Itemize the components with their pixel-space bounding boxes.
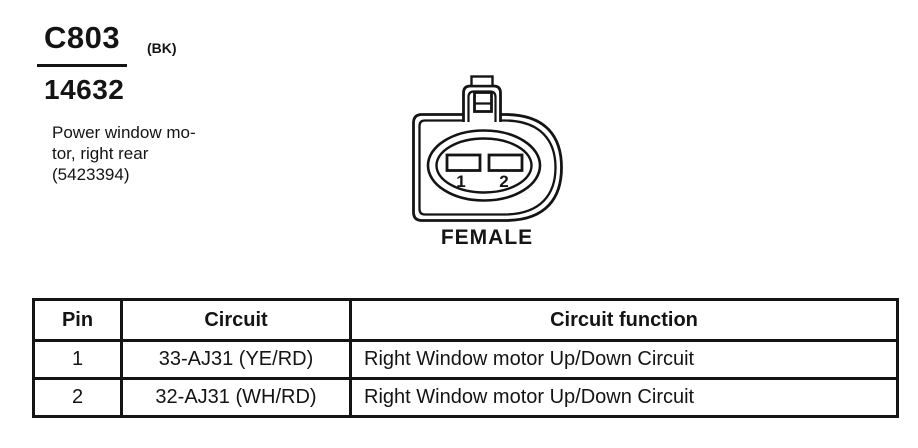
circuit-cell: 33-AJ31 (YE/RD) bbox=[120, 339, 352, 380]
latch-cap bbox=[470, 75, 494, 88]
header-circuit-function: Circuit function bbox=[349, 298, 899, 342]
connector-housing-inner-line bbox=[418, 119, 557, 216]
pin-cell: 1 bbox=[32, 339, 123, 380]
connector-face-diagram: 1 2 bbox=[412, 75, 563, 222]
description-line: tor, right rear bbox=[52, 144, 149, 163]
pin-2-slot bbox=[487, 153, 524, 172]
pin-1-slot bbox=[445, 153, 482, 172]
pinout-table: Pin Circuit Circuit function 1 33-AJ31 (… bbox=[32, 298, 899, 418]
connector-color-code: (BK) bbox=[147, 40, 177, 56]
id-divider-line bbox=[37, 64, 127, 67]
pin-2-number: 2 bbox=[499, 172, 508, 191]
description-line: Power window mo- bbox=[52, 123, 196, 142]
header-circuit: Circuit bbox=[120, 298, 352, 342]
table-header-row: Pin Circuit Circuit function bbox=[32, 298, 899, 342]
pin-cell: 2 bbox=[32, 377, 123, 418]
connector-description: Power window mo- tor, right rear (542339… bbox=[52, 122, 196, 185]
connector-id: C803 bbox=[44, 20, 121, 55]
circuit-cell: 32-AJ31 (WH/RD) bbox=[120, 377, 352, 418]
description-line: (5423394) bbox=[52, 165, 130, 184]
circuit-group-number: 14632 bbox=[44, 74, 125, 105]
table-row: 1 33-AJ31 (YE/RD) Right Window motor Up/… bbox=[32, 339, 899, 380]
header-pin: Pin bbox=[32, 298, 123, 342]
latch-window bbox=[473, 91, 493, 113]
circuit-function-cell: Right Window motor Up/Down Circuit bbox=[349, 377, 899, 418]
circuit-function-cell: Right Window motor Up/Down Circuit bbox=[349, 339, 899, 380]
pin-1-number: 1 bbox=[456, 172, 465, 191]
cavity-ring-outer bbox=[426, 129, 542, 202]
table-row: 2 32-AJ31 (WH/RD) Right Window motor Up/… bbox=[32, 377, 899, 418]
cavity-ring-inner bbox=[435, 137, 533, 194]
connector-gender-label: FEMALE bbox=[440, 226, 534, 249]
